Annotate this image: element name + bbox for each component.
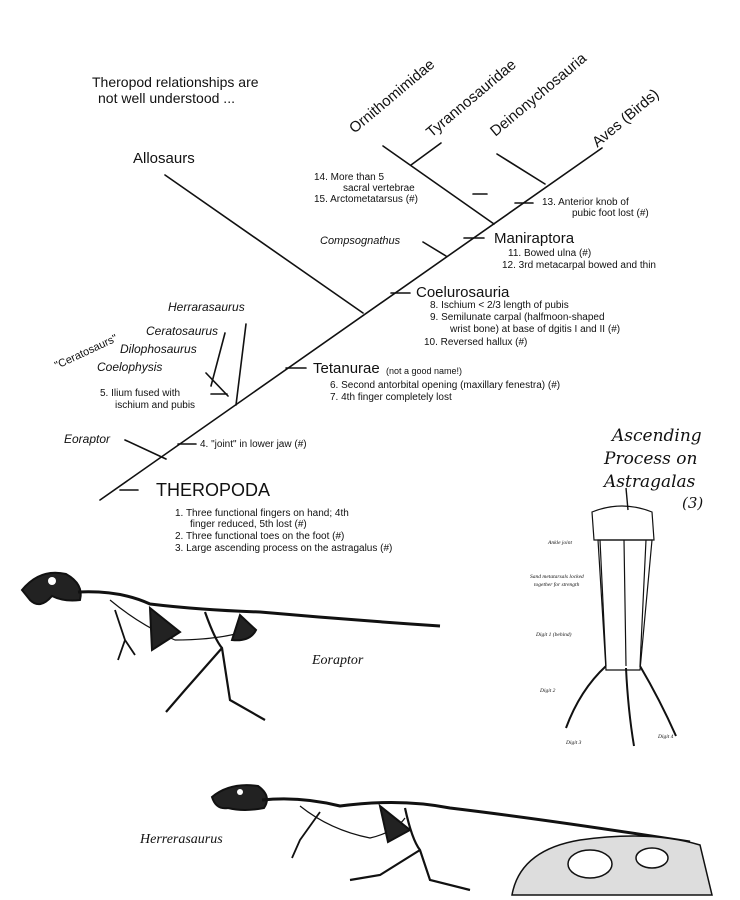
label-theropoda: THEROPODA	[156, 480, 271, 500]
foot-label-digit2: Digit 2	[540, 688, 556, 694]
ornithomimid-branch-line	[382, 145, 495, 225]
herrerasaurus-torso	[378, 803, 412, 844]
char-2: 2. Three functional toes on the foot (#)	[175, 531, 345, 542]
eoraptor-pelvis	[230, 613, 258, 642]
foot-note-line3: Astragalas	[604, 472, 696, 492]
eoraptor-ribs	[109, 599, 251, 641]
foot-label-meta1: Sand metatarsals locked	[530, 574, 584, 580]
compsognathus-branch-line	[422, 241, 447, 257]
foot-pointer-arrow	[625, 487, 629, 511]
astragalus	[591, 505, 655, 541]
tyrannosaurid-branch-line	[410, 142, 442, 166]
foot-note-number: (3)	[682, 494, 704, 512]
herrerasaurus-arm	[291, 811, 321, 859]
eoraptor-skeleton	[20, 571, 441, 721]
ceratosaur-branch-line	[210, 332, 226, 387]
eoraptor-skull	[20, 571, 82, 606]
char-3: 3. Large ascending process on the astrag…	[175, 543, 393, 554]
label-tetanurae: Tetanurae	[313, 360, 380, 377]
foot-label-digit4: Digit 4	[658, 734, 674, 740]
label-ceratosaurus: Ceratosaurus	[146, 324, 219, 338]
eoraptor-branch-line	[124, 439, 167, 460]
label-herrerasaurus: Herrarasaurus	[168, 300, 245, 314]
herrerasaurus-skull	[210, 784, 268, 811]
label-coelophysis: Coelophysis	[97, 360, 163, 374]
herrerasaurus-branch-line	[235, 323, 247, 406]
eoraptor-torso	[148, 605, 182, 652]
label-compsognathus: Compsognathus	[320, 235, 401, 247]
label-dilophosaurus: Dilophosaurus	[120, 342, 197, 356]
char-5b: ischium and pubis	[115, 400, 196, 411]
herrerasaurus-skeleton	[210, 784, 691, 892]
foot-label-digit1: Digit 1 (behind)	[536, 632, 572, 638]
intro-note-line1: Theropod relationships are	[92, 74, 259, 90]
skull-fragment-drawing	[511, 835, 713, 896]
skull-fenestra-2	[635, 847, 669, 869]
foot-label-meta2: together for strength	[534, 582, 580, 588]
main-stem-line	[99, 147, 603, 501]
herrerasaurus-spine	[261, 797, 691, 844]
label-coelurosauria: Coelurosauria	[416, 284, 510, 301]
label-tetanurae-note: (not a good name!)	[386, 366, 463, 376]
coelophysis-branch-line	[205, 372, 229, 397]
herrerasaurus-orbit	[237, 789, 243, 795]
char-13b: pubic foot lost (#)	[572, 208, 649, 219]
toes	[565, 665, 677, 747]
foot-outline	[597, 539, 653, 671]
eoraptor-spine	[77, 590, 441, 628]
caption-herrerasaurus: Herrerasaurus	[140, 832, 223, 847]
herrerasaurus-legs	[349, 807, 471, 892]
char-6: 6. Second antorbital opening (maxillary …	[330, 380, 561, 391]
skull-fenestra-1	[567, 849, 613, 879]
char-4: 4. "joint" in lower jaw (#)	[200, 439, 307, 450]
char-13: 13. Anterior knob of	[542, 197, 629, 208]
label-eoraptor: Eoraptor	[64, 432, 111, 446]
deinonychosaur-branch-line	[496, 153, 546, 185]
metatarsals	[599, 539, 647, 667]
label-maniraptora: Maniraptora	[494, 230, 575, 247]
allosaur-branch-line	[164, 174, 364, 314]
char-10: 10. Reversed hallux (#)	[424, 337, 528, 348]
char-8: 8. Ischium < 2/3 length of pubis	[430, 300, 569, 311]
char-11: 11. Bowed ulna (#)	[508, 248, 592, 259]
foot-label-ankle: Ankle joint	[548, 540, 572, 546]
char-9: 9. Semilunate carpal (halfmoon-shaped	[430, 312, 605, 323]
char-5: 5. Ilium fused with	[100, 388, 181, 399]
eoraptor-legs	[165, 611, 266, 721]
char-7: 7. 4th finger completely lost	[330, 392, 452, 403]
eoraptor-arm	[114, 609, 136, 661]
foot-note-line1: Ascending	[612, 426, 702, 446]
char-9b: wrist bone) at base of dgitis I and II (…	[450, 324, 621, 335]
char-14b: sacral vertebrae	[343, 183, 415, 194]
char-1: 1. Three functional fingers on hand; 4th	[175, 508, 349, 519]
foot-note-line2: Process on	[604, 449, 698, 469]
char-15: 15. Arctometatarsus (#)	[314, 194, 418, 205]
theropod-foot-drawing	[565, 487, 677, 747]
intro-note-line2: not well understood ...	[98, 90, 235, 106]
char-14: 14. More than 5	[314, 172, 385, 183]
char-1b: finger reduced, 5th lost (#)	[190, 519, 307, 530]
char-12: 12. 3rd metacarpal bowed and thin	[502, 260, 656, 271]
label-allosaurs: Allosaurs	[133, 150, 195, 167]
caption-eoraptor: Eoraptor	[312, 653, 364, 668]
foot-label-digit3: Digit 3	[566, 740, 582, 746]
eoraptor-orbit	[48, 577, 56, 585]
